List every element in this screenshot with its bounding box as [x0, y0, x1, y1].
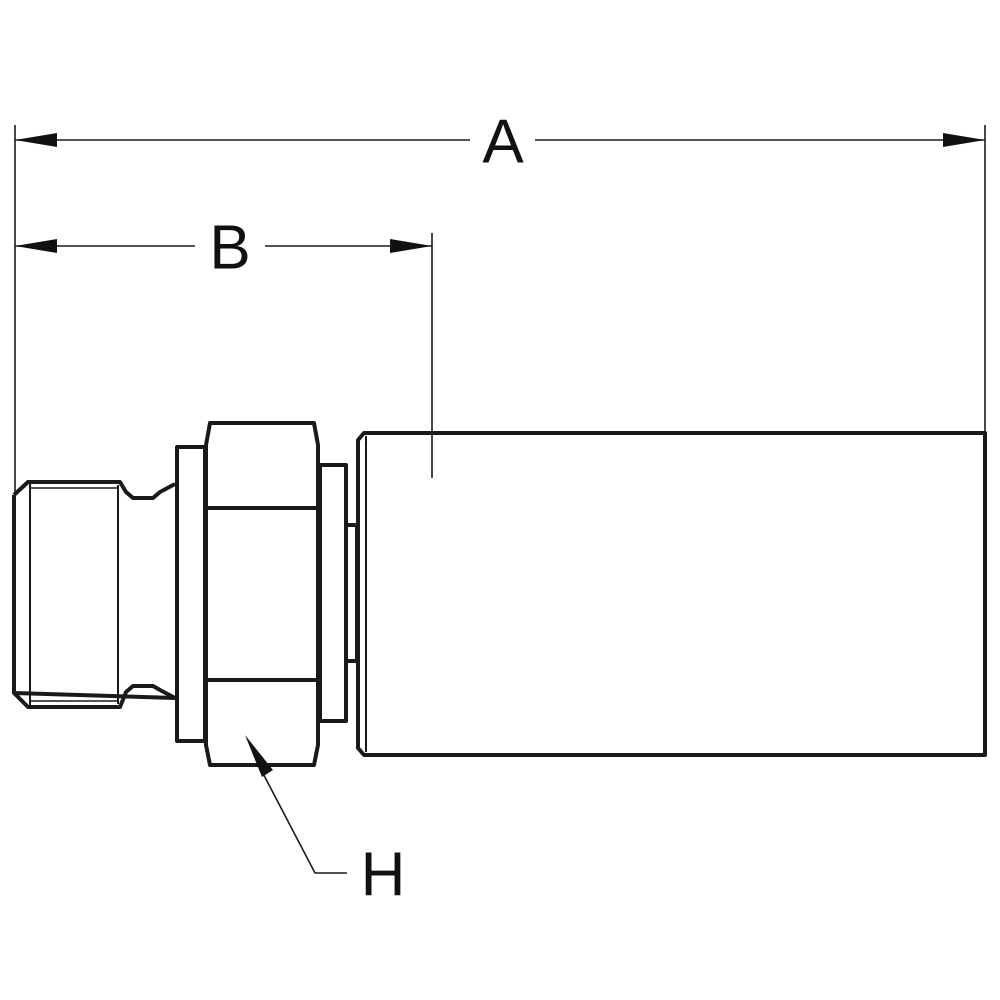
male-thread [12, 480, 177, 709]
flange [175, 445, 207, 743]
arrowhead-left-icon [15, 239, 57, 253]
crimp-sleeve [356, 431, 987, 757]
neck [344, 523, 359, 663]
dimension-h: H [245, 735, 405, 910]
arrowhead-left-icon [15, 133, 57, 147]
label-h: H [361, 841, 406, 910]
arrowhead-right-icon [390, 239, 432, 253]
arrowhead-h-icon [245, 735, 273, 777]
dimension-b: B [15, 214, 433, 478]
arrowhead-right-icon [943, 133, 985, 147]
label-a: A [482, 108, 524, 177]
washer [318, 463, 348, 723]
hex-nut [204, 421, 320, 767]
label-b: B [209, 214, 250, 283]
dimension-a: A [14, 108, 986, 492]
leader-line-h [255, 759, 347, 874]
